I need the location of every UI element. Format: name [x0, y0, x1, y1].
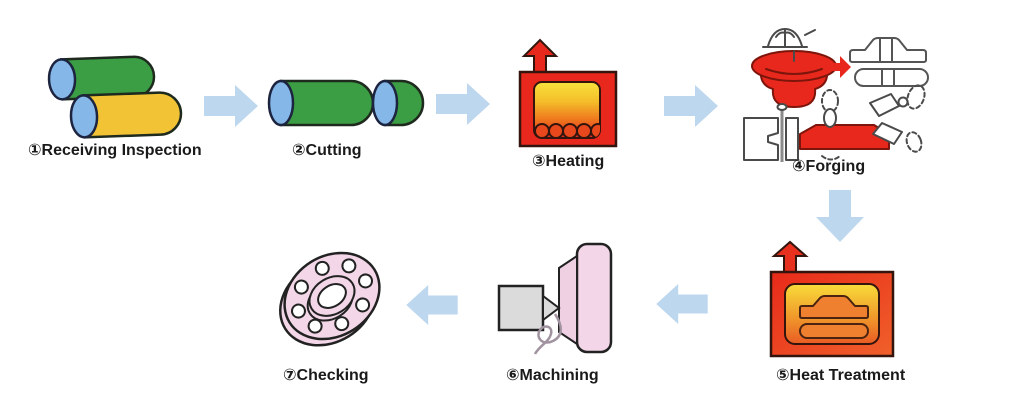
step-heat-treatment — [768, 240, 896, 360]
flow-arrow-right-icon — [436, 83, 490, 125]
flow-arrow-right-icon — [664, 85, 718, 127]
small-red-arrow — [828, 56, 851, 78]
step-machining — [493, 238, 621, 360]
lathe-turning-icon — [497, 242, 613, 355]
cutting-tool-tip — [542, 294, 561, 322]
forging-dies-icon — [743, 28, 929, 162]
raw-material-bars-icon — [47, 55, 183, 139]
finished-flange — [278, 251, 381, 347]
step-cutting — [263, 72, 433, 134]
step-label-machining: ⑥Machining — [506, 367, 599, 384]
workpiece-disc — [575, 242, 613, 354]
flange-part-icon — [278, 251, 381, 347]
step-label-heat-treatment: ⑤Heat Treatment — [776, 367, 906, 384]
step-label-forging: ④Forging — [792, 158, 866, 175]
step-label-cutting: ②Cutting — [292, 142, 362, 159]
die-set-sketch — [743, 84, 926, 162]
metal-chip-curl — [533, 313, 562, 355]
heating-furnace-icon — [518, 38, 618, 148]
flow-arrow-left-icon — [656, 284, 708, 324]
step-label-receiving-inspection: ①Receiving Inspection — [28, 142, 202, 159]
step-label-checking: ⑦Checking — [283, 367, 369, 384]
parts-in-furnace — [799, 295, 869, 339]
tool-holder — [497, 284, 545, 332]
flow-arrow-left-icon — [406, 285, 458, 325]
step-checking — [272, 234, 392, 358]
flow-arrow-right-icon — [204, 85, 258, 127]
yellow-bar — [69, 91, 183, 139]
upper-die-sketch — [762, 28, 816, 48]
section-profiles — [849, 37, 929, 87]
cut-bar-icon — [267, 79, 425, 127]
workpiece-face — [558, 254, 578, 346]
step-heating — [518, 36, 618, 148]
green-bar — [47, 55, 156, 101]
step-label-heating: ③Heating — [532, 153, 605, 170]
chimney-up-arrow — [521, 38, 559, 77]
cut-piece-long — [267, 79, 375, 127]
heat-treatment-furnace-icon — [769, 240, 895, 358]
flow-arrow-down-icon — [816, 190, 864, 242]
furnace-rollers — [534, 123, 600, 138]
cut-piece-short — [371, 79, 425, 127]
step-forging — [742, 22, 932, 162]
step-receiving-inspection — [26, 52, 194, 144]
forged-blank — [751, 50, 837, 108]
